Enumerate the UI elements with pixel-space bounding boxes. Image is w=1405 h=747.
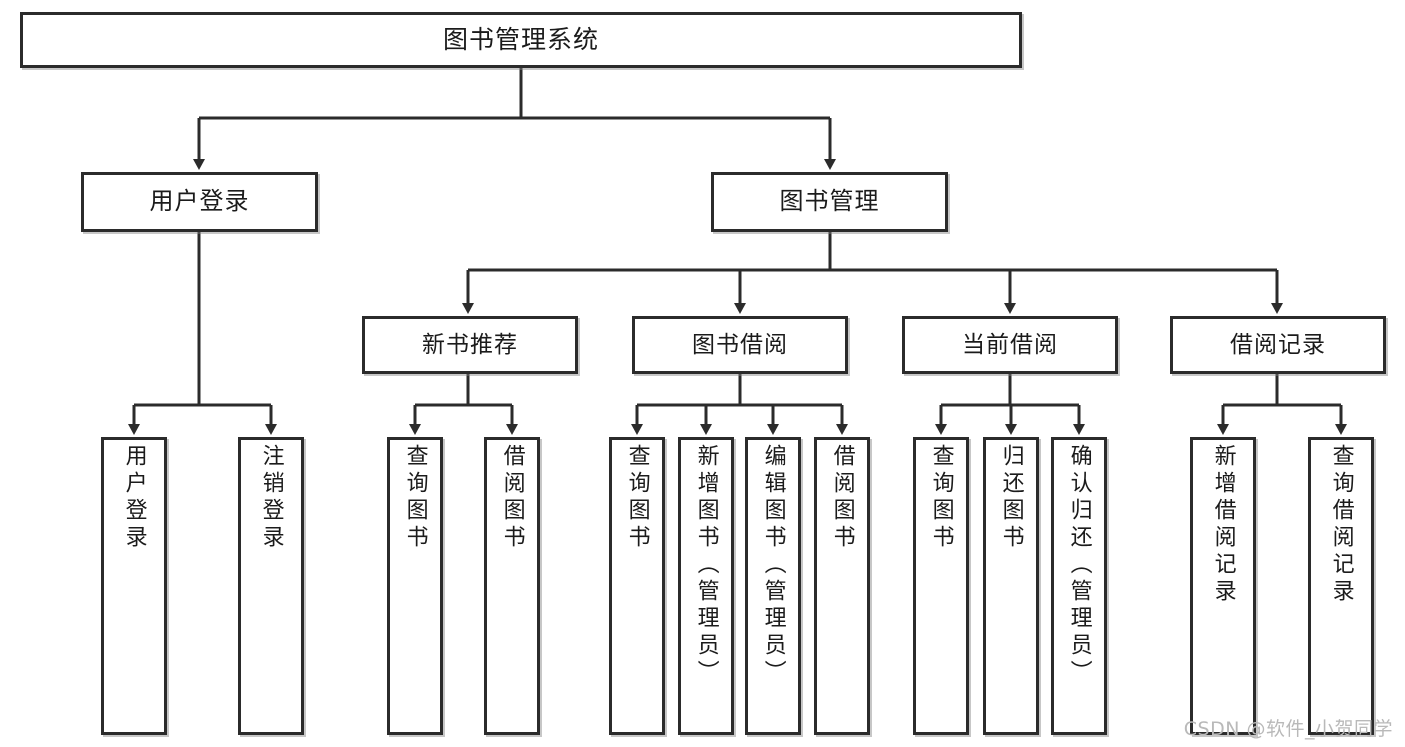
node-label: 新增借阅记录 — [1210, 444, 1236, 606]
node-new-book-recommend[interactable]: 新书推荐 — [362, 316, 578, 374]
leaf-node[interactable]: 查询图书 — [913, 437, 969, 735]
leaf-node[interactable]: 新增借阅记录 — [1190, 437, 1256, 735]
node-label: 确认归还（管理员） — [1066, 444, 1092, 687]
node-label: 注销登录 — [258, 444, 284, 552]
node-label: 借阅记录 — [1230, 331, 1326, 358]
leaf-node[interactable]: 查询图书 — [387, 437, 443, 735]
node-label: 新增图书（管理员） — [693, 444, 719, 687]
node-label: 查询借阅记录 — [1328, 444, 1354, 606]
node-label: 编辑图书（管理员） — [760, 444, 786, 687]
node-label: 借阅图书 — [829, 444, 855, 552]
node-label: 查询图书 — [402, 444, 428, 552]
node-root-book-management-system[interactable]: 图书管理系统 — [20, 12, 1022, 68]
leaf-node[interactable]: 确认归还（管理员） — [1051, 437, 1107, 735]
leaf-node[interactable]: 查询图书 — [609, 437, 665, 735]
node-label: 用户登录 — [121, 444, 147, 552]
leaf-node[interactable]: 注销登录 — [238, 437, 304, 735]
node-user-login[interactable]: 用户登录 — [81, 172, 318, 232]
leaf-node[interactable]: 借阅图书 — [814, 437, 870, 735]
node-label: 查询图书 — [928, 444, 954, 552]
node-label: 新书推荐 — [422, 331, 518, 358]
node-borrow-record[interactable]: 借阅记录 — [1170, 316, 1386, 374]
leaf-node[interactable]: 新增图书（管理员） — [678, 437, 734, 735]
node-label: 当前借阅 — [962, 331, 1058, 358]
leaf-node[interactable]: 借阅图书 — [484, 437, 540, 735]
leaf-node[interactable]: 归还图书 — [983, 437, 1039, 735]
node-label: 图书借阅 — [692, 331, 788, 358]
node-label: 图书管理 — [779, 187, 880, 216]
leaf-node[interactable]: 编辑图书（管理员） — [745, 437, 801, 735]
node-label: 归还图书 — [998, 444, 1024, 552]
node-label: 借阅图书 — [499, 444, 525, 552]
node-label: 图书管理系统 — [442, 24, 599, 54]
node-current-borrow[interactable]: 当前借阅 — [902, 316, 1118, 374]
node-book-borrow[interactable]: 图书借阅 — [632, 316, 848, 374]
node-label: 用户登录 — [149, 187, 250, 216]
leaf-node[interactable]: 用户登录 — [101, 437, 167, 735]
node-book-management[interactable]: 图书管理 — [711, 172, 948, 232]
node-label: 查询图书 — [624, 444, 650, 552]
leaf-node[interactable]: 查询借阅记录 — [1308, 437, 1374, 735]
csdn-watermark: CSDN @软件_小贺同学 — [1183, 718, 1393, 740]
